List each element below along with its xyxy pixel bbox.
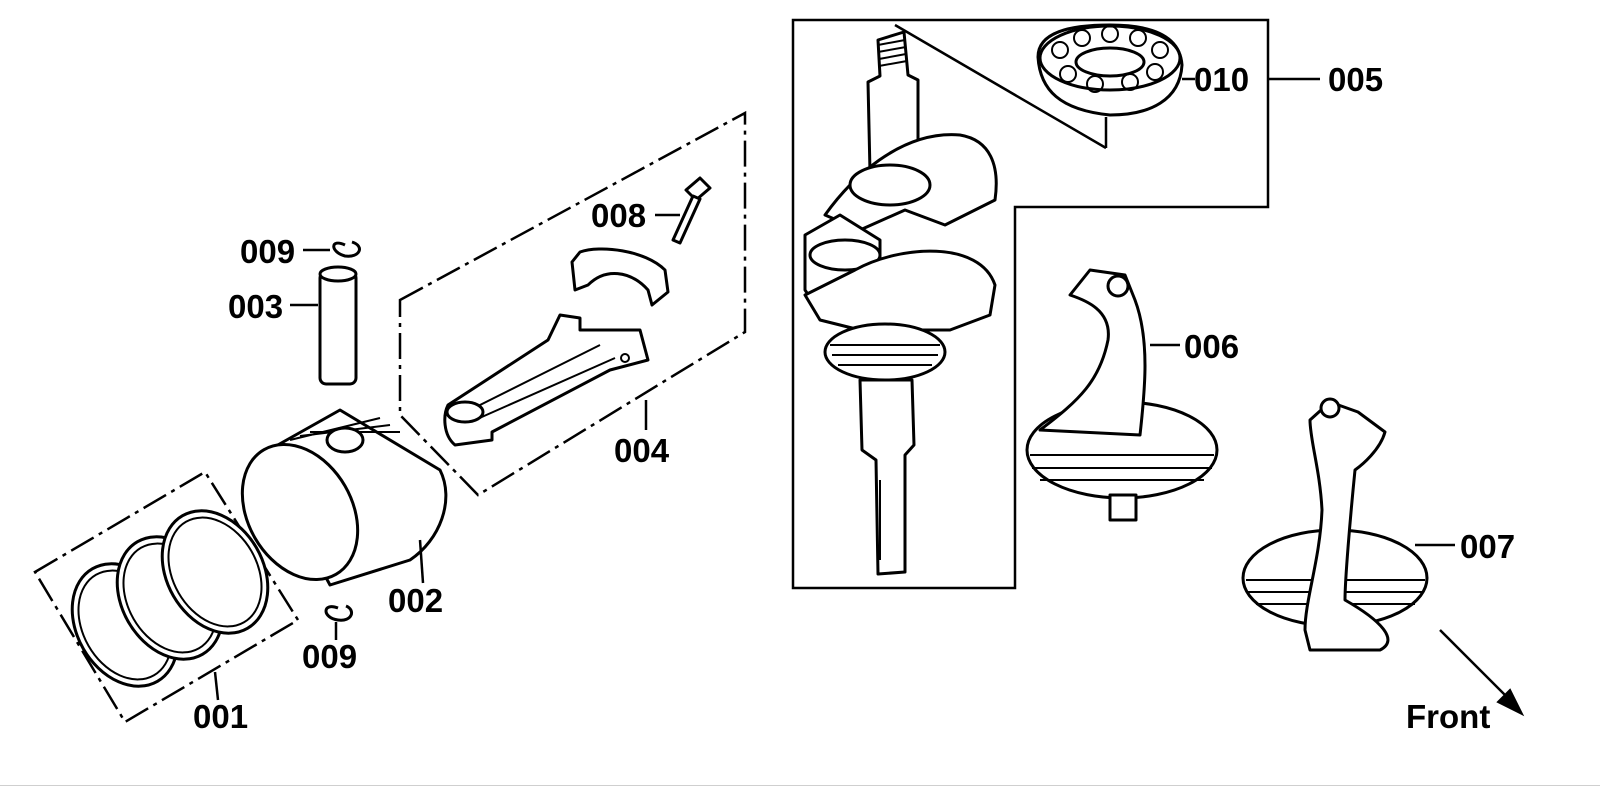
front-label: Front: [1406, 698, 1490, 735]
piston-pin-part: [290, 265, 358, 386]
label-005: 005: [1328, 61, 1383, 98]
piston-part: [240, 408, 448, 587]
label-008: 008: [591, 197, 646, 234]
label-001: 001: [193, 698, 248, 735]
circlip-top-part: [303, 240, 361, 258]
label-003: 003: [228, 288, 283, 325]
label-009-top: 009: [240, 233, 295, 270]
label-007: 007: [1460, 528, 1515, 565]
front-direction-arrow: [1439, 629, 1525, 717]
piston-rings-part: [33, 470, 300, 724]
ball-bearing-part: [894, 23, 1195, 150]
balancer-weight-upper-part: [1025, 268, 1219, 522]
label-006: 006: [1184, 328, 1239, 365]
crankshaft-group-part: [791, 18, 1320, 590]
label-004: 004: [614, 432, 670, 469]
label-002: 002: [388, 582, 443, 619]
label-010: 010: [1194, 61, 1249, 98]
circlip-bottom-part: [324, 604, 354, 640]
label-009-bottom: 009: [302, 638, 357, 675]
balancer-weight-lower-part: [1241, 397, 1455, 652]
connecting-rod-part: [398, 110, 747, 497]
bottom-border: [0, 785, 1600, 786]
connecting-rod-bolt-part: [655, 176, 712, 245]
